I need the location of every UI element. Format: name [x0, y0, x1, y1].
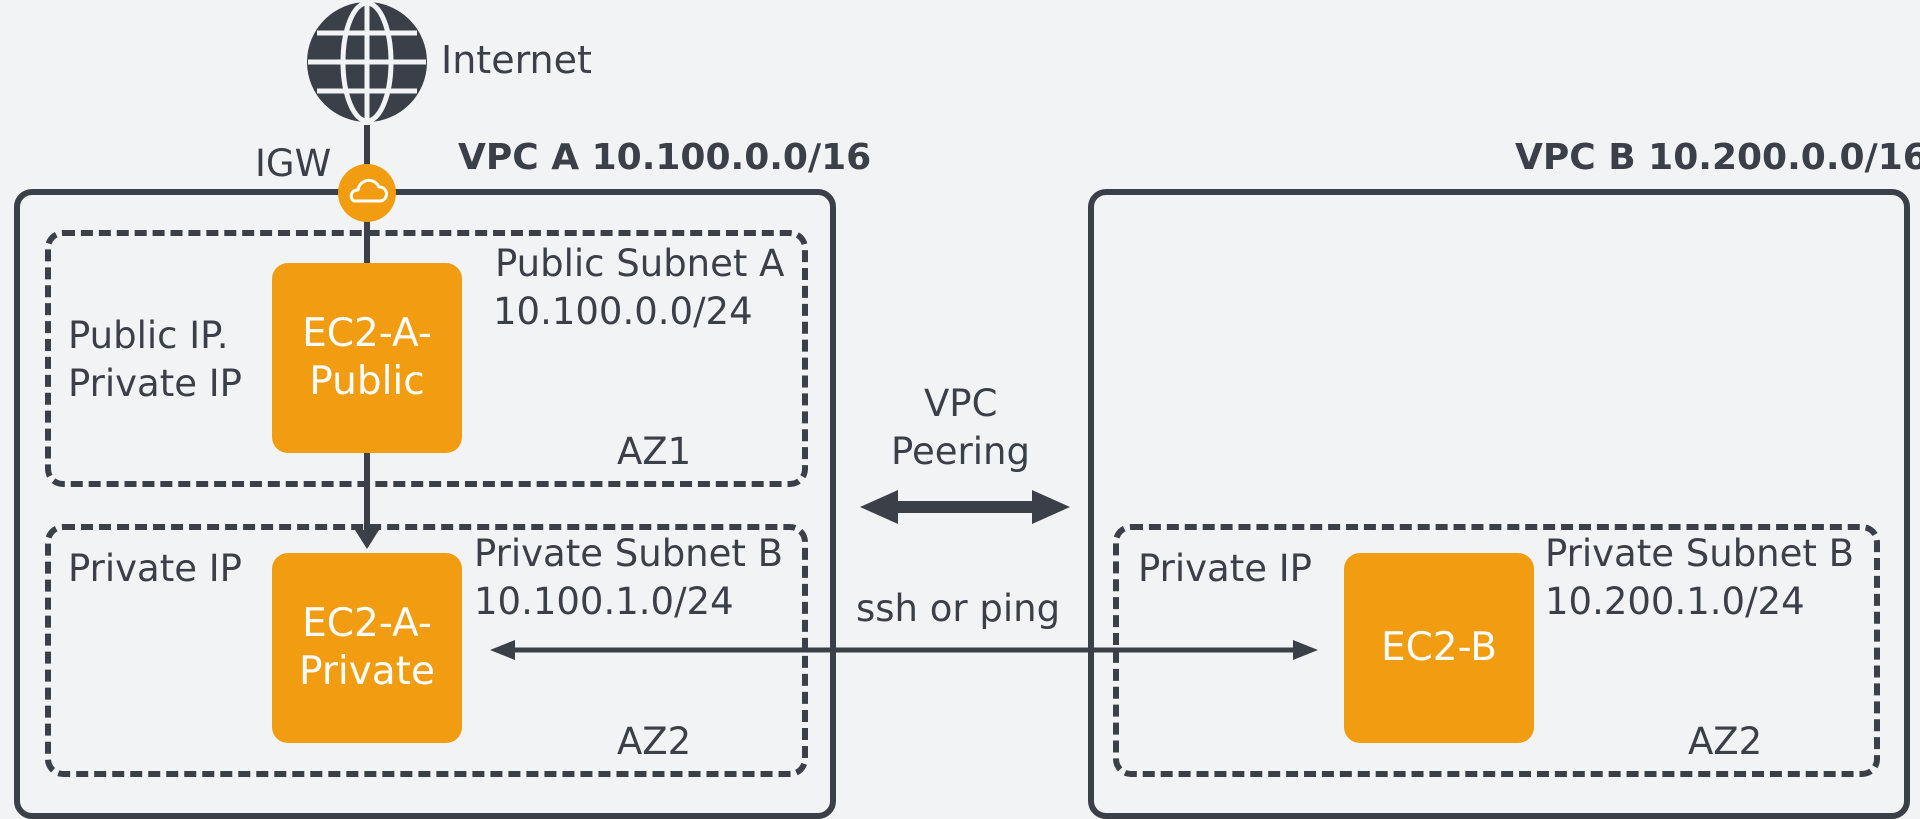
cloud-icon	[338, 164, 396, 222]
vpc-a-box	[14, 189, 836, 819]
ec2-a-public-instance[interactable]: EC2-A- Public	[272, 263, 462, 453]
ec2-a-private-instance[interactable]: EC2-A- Private	[272, 553, 462, 743]
public-private-arrowhead	[355, 530, 379, 549]
vpc-b-subnet-az: AZ2	[1688, 720, 1763, 763]
vpc-a-public-subnet	[45, 230, 808, 487]
private-subnet-b-az: AZ2	[617, 720, 692, 763]
private-subnet-b-cidr: 10.100.1.0/24	[474, 580, 734, 623]
peering-label-line1: VPC	[924, 382, 998, 425]
ec2-a-public-label: EC2-A- Public	[302, 311, 432, 404]
vpc-a-title: VPC A 10.100.0.0/16	[458, 137, 872, 178]
ssh-arrowhead-left	[490, 640, 515, 660]
igw-label: IGW	[255, 142, 332, 185]
ssh-arrowhead-right	[1293, 640, 1318, 660]
internet-label: Internet	[441, 38, 592, 82]
ec2-b-instance[interactable]: EC2-B	[1344, 553, 1534, 743]
peering-label-line2: Peering	[891, 430, 1030, 473]
vpc-b-private-subnet	[1113, 524, 1880, 777]
public-ip-label: Public IP.	[68, 314, 229, 357]
peering-arrowhead-right	[1032, 490, 1070, 524]
ec2-b-label: EC2-B	[1380, 625, 1498, 670]
vpc-a-private-subnet	[45, 524, 808, 777]
vpc-b-box	[1088, 189, 1910, 819]
globe-icon	[307, 0, 427, 124]
public-subnet-a-az: AZ1	[617, 430, 692, 473]
vpc-b-subnet-cidr: 10.200.1.0/24	[1545, 580, 1805, 623]
vpc-b-subnet-name: Private Subnet B	[1545, 532, 1855, 575]
public-subnet-a-name: Public Subnet A	[495, 242, 785, 285]
public-subnet-a-cidr: 10.100.0.0/24	[493, 290, 753, 333]
ec2-a-private-label: EC2-A- Private	[299, 601, 435, 694]
peering-arrowhead-left	[860, 490, 898, 524]
vpc-a-private-ip-label: Private IP	[68, 547, 242, 590]
ssh-ping-label: ssh or ping	[856, 587, 1061, 630]
vpc-b-private-ip-label: Private IP	[1138, 547, 1312, 590]
vpc-b-title: VPC B 10.200.0.0/16	[1515, 137, 1920, 178]
private-subnet-b-name: Private Subnet B	[474, 532, 784, 575]
private-ip-label: Private IP	[68, 362, 242, 405]
